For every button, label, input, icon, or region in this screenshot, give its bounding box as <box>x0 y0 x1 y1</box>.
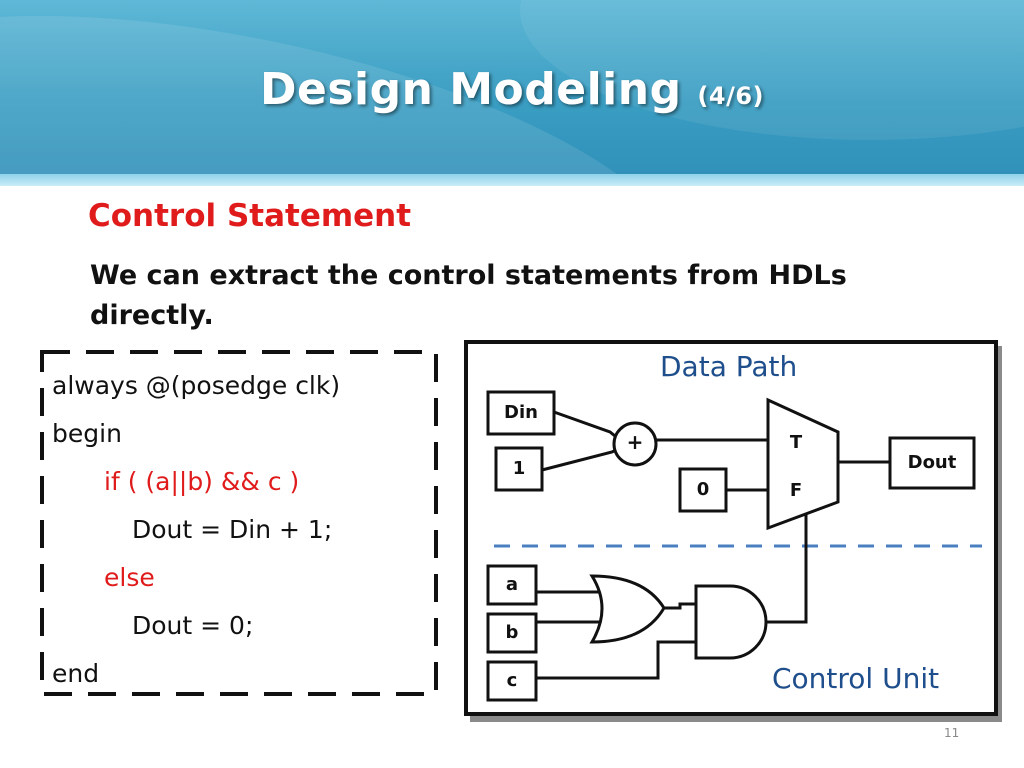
mux-false-label: F <box>789 480 803 501</box>
dout-label: Dout <box>907 452 957 473</box>
adder-symbol: + <box>626 430 644 454</box>
dout-box <box>888 436 976 490</box>
wire <box>536 640 696 680</box>
code-box-border <box>40 350 438 696</box>
banner-bottom-strip <box>0 174 1024 186</box>
code-line: end <box>52 659 100 688</box>
code-line: always @(posedge clk) <box>52 371 341 400</box>
slide-title-text: Design Modeling <box>259 64 682 115</box>
wire <box>664 602 696 610</box>
slide-title: Design Modeling (4/6) <box>0 64 1024 115</box>
a-box <box>486 564 538 606</box>
adder-circle <box>612 421 658 467</box>
code-line: else <box>104 563 155 592</box>
datapath-diagram: Data Path Control Unit Din 1 0 + T F Dou… <box>460 336 1006 732</box>
zero-box <box>678 467 728 513</box>
a-label: a <box>505 574 519 595</box>
code-line: Dout = Din + 1; <box>132 515 333 544</box>
code-line: if ( (a||b) && c ) <box>104 467 300 496</box>
code-box: always @(posedge clk) begin if ( (a||b) … <box>40 350 438 696</box>
data-path-label: Data Path <box>660 350 798 383</box>
or-gate <box>589 574 666 644</box>
select-wire <box>766 513 808 624</box>
header-banner <box>0 0 1024 186</box>
code-line: Dout = 0; <box>132 611 254 640</box>
slide-title-suffix: (4/6) <box>697 82 765 110</box>
b-label: b <box>505 622 519 643</box>
section-description: We can extract the control statements fr… <box>90 260 847 331</box>
mux-true-label: T <box>789 432 803 453</box>
c-label: c <box>506 670 518 691</box>
din-box <box>486 390 556 436</box>
control-unit-label: Control Unit <box>772 662 940 695</box>
c-box <box>486 660 538 702</box>
one-box <box>494 446 544 492</box>
code-line: begin <box>52 419 122 448</box>
and-gate <box>694 584 768 660</box>
section-heading: Control Statement <box>88 198 412 234</box>
page-number: 11 <box>944 726 960 740</box>
diagram-canvas <box>464 340 1002 722</box>
zero-label: 0 <box>696 479 710 500</box>
din-label: Din <box>504 402 538 423</box>
mux-shape <box>766 397 840 531</box>
code-block: always @(posedge clk) begin if ( (a||b) … <box>52 362 340 698</box>
b-box <box>486 612 538 654</box>
one-label: 1 <box>512 458 526 479</box>
